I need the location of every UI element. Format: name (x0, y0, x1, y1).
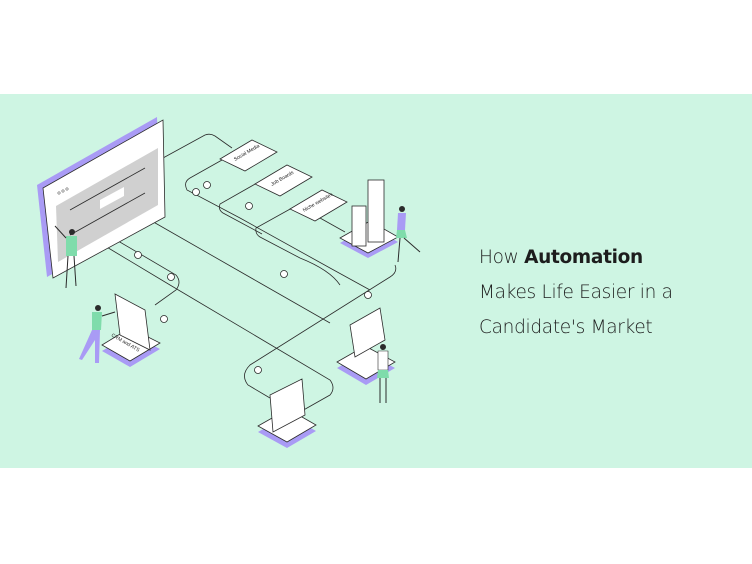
headline-line-2: Makes Life Easier in a (479, 282, 673, 303)
bar-chart-platform (339, 179, 399, 258)
label-card-social-media: Social Media (219, 139, 278, 172)
connector-lines (99, 133, 397, 413)
headline-bold-word: Automation (524, 247, 643, 268)
headline-line-1: How Automation (479, 240, 673, 275)
headline: How Automation Makes Life Easier in a Ca… (479, 240, 673, 345)
person-woman-chart (396, 206, 421, 263)
label-card-niche-websites: Niche websites (289, 189, 348, 222)
right-monitor (336, 307, 396, 385)
person-woman-monitor (377, 344, 389, 403)
headline-line-3: Candidate's Market (479, 317, 653, 338)
person-man-crm (79, 305, 116, 363)
label-card-job-boards: Job Boards (254, 164, 313, 197)
person-man-browser (54, 225, 77, 289)
connector-nodes (134, 181, 372, 374)
browser-window (37, 117, 166, 279)
crm-ats-monitor: CRM and ATS (101, 293, 161, 367)
bottom-monitor (257, 378, 317, 448)
headline-prefix: How (479, 247, 519, 268)
